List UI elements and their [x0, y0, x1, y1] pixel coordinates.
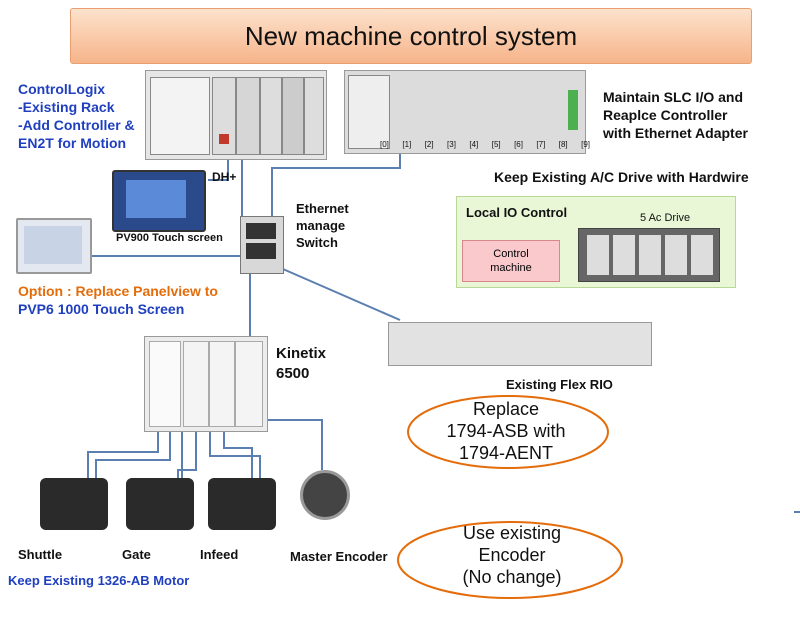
kinetix-label: Kinetix 6500 [276, 344, 326, 384]
page-title: New machine control system [244, 20, 578, 51]
local-io-title: Local IO Control [466, 205, 568, 220]
rack-module-4 [282, 77, 304, 155]
slc-line3: with Ethernet Adapter [603, 125, 748, 141]
kinetix-drives-image [144, 336, 268, 432]
switch-line2: manage [296, 218, 346, 233]
wire-motor-infeed-a [209, 430, 261, 478]
master-encoder-image [300, 470, 350, 520]
wire-switch-slc [271, 152, 401, 220]
controllogix-note: ControlLogix -Existing Rack -Add Control… [18, 80, 135, 152]
rack-module-1 [212, 77, 236, 155]
title-banner: New machine control system [70, 8, 752, 64]
controllogix-line2: -Existing Rack [18, 99, 115, 115]
callout-encoder-line1: Use existing [462, 523, 562, 543]
shuttle-label: Shuttle [18, 547, 63, 562]
controllogix-rack-image [145, 70, 327, 160]
wire-motor-shuttle-b [95, 430, 171, 478]
keep-ac-drive-note: Keep Existing A/C Drive with Hardwire [494, 169, 749, 185]
control-machine-line1: Control [493, 248, 529, 260]
gate-motor-image [126, 478, 194, 530]
option-line2: PVP6 1000 Touch Screen [18, 301, 185, 317]
slot-label: [2] [424, 140, 434, 149]
slc-rack-image [344, 70, 586, 154]
flex-rio-label: Existing Flex RIO [506, 377, 613, 392]
slot-label: [9] [581, 140, 590, 149]
option-text-1: Option : Replace Panelview to [18, 283, 218, 299]
callout-replace-line2: 1794-ASB with [446, 421, 566, 441]
wire-motor-gate-b [177, 430, 197, 478]
slc-note: Maintain SLC I/O and Reaplce Controller … [603, 88, 748, 142]
rack-module-2 [236, 77, 260, 155]
dh-plus-label: DH+ [212, 170, 237, 184]
rack-module-3 [260, 77, 282, 155]
callout-replace-text: Replace 1794-ASB with 1794-AENT [418, 398, 594, 464]
master-encoder-label: Master Encoder [290, 549, 388, 564]
option-line1: Option : Replace Panelview to [18, 282, 218, 300]
keep-motor-note: Keep Existing 1326-AB Motor [8, 573, 190, 588]
control-machine-box: Control machine [462, 240, 560, 282]
slot-label: [5] [491, 140, 501, 149]
slc-line1: Maintain SLC I/O and [603, 89, 744, 105]
callout-replace-line1: Replace [472, 399, 540, 419]
wire-encoder [264, 419, 323, 470]
slot-label: [0] [380, 140, 389, 149]
slc-ethernet-adapter [568, 90, 578, 130]
shuttle-motor-image [40, 478, 108, 530]
wire-motor-infeed-b [223, 430, 253, 478]
switch-line3: Switch [296, 235, 338, 250]
slot-label: [3] [447, 140, 456, 149]
controllogix-line1: ControlLogix [18, 81, 106, 97]
pv900-label: PV900 Touch screen [116, 232, 223, 244]
callout-encoder-text: Use existing Encoder (No change) [430, 522, 594, 588]
flex-rio-image [388, 322, 652, 366]
slc-power-supply [348, 75, 390, 149]
control-machine-line2: machine [490, 262, 532, 274]
ethernet-switch-image [240, 216, 284, 274]
kinetix-line2: 6500 [276, 365, 310, 382]
kinetix-line1: Kinetix [276, 345, 327, 362]
callout-replace-line3: 1794-AENT [458, 443, 554, 463]
infeed-label: Infeed [200, 547, 239, 562]
panelview-plus-image [16, 218, 92, 274]
wire-dhplus [208, 158, 229, 181]
callout-encoder-line2: Encoder [478, 545, 546, 565]
switch-line1: Ethernet [296, 201, 349, 216]
slot-label: [7] [536, 140, 546, 149]
option-note: Option : Replace Panelview to PVP6 1000 … [18, 282, 218, 318]
slc-slot-labels: [0] [1] [2] [3] [4] [5] [6] [7] [8] [9] [380, 140, 590, 152]
ac-drive-label: 5 Ac Drive [640, 212, 691, 224]
ethernet-switch-label: Ethernet manage Switch [296, 200, 349, 251]
gate-label: Gate [122, 547, 151, 562]
controllogix-line4: EN2T for Motion [18, 135, 127, 151]
controllogix-line3: -Add Controller & [18, 117, 135, 133]
callout-encoder-line3: (No change) [462, 567, 562, 587]
infeed-motor-image [208, 478, 276, 530]
slot-label: [4] [469, 140, 479, 149]
rack-power-supply [150, 77, 210, 155]
slc-line2: Reaplce Controller [603, 107, 728, 123]
rack-module-5 [304, 77, 324, 155]
callout-replace-bubble [407, 395, 609, 469]
slot-label: [1] [402, 140, 412, 149]
slot-label: [8] [558, 140, 568, 149]
ac-drives-image [578, 228, 720, 282]
slot-label: [6] [514, 140, 523, 149]
wire-motor-shuttle-a [87, 430, 159, 478]
wire-switch-flex [275, 265, 401, 321]
callout-encoder-bubble [397, 521, 623, 599]
pv900-image [112, 170, 206, 232]
